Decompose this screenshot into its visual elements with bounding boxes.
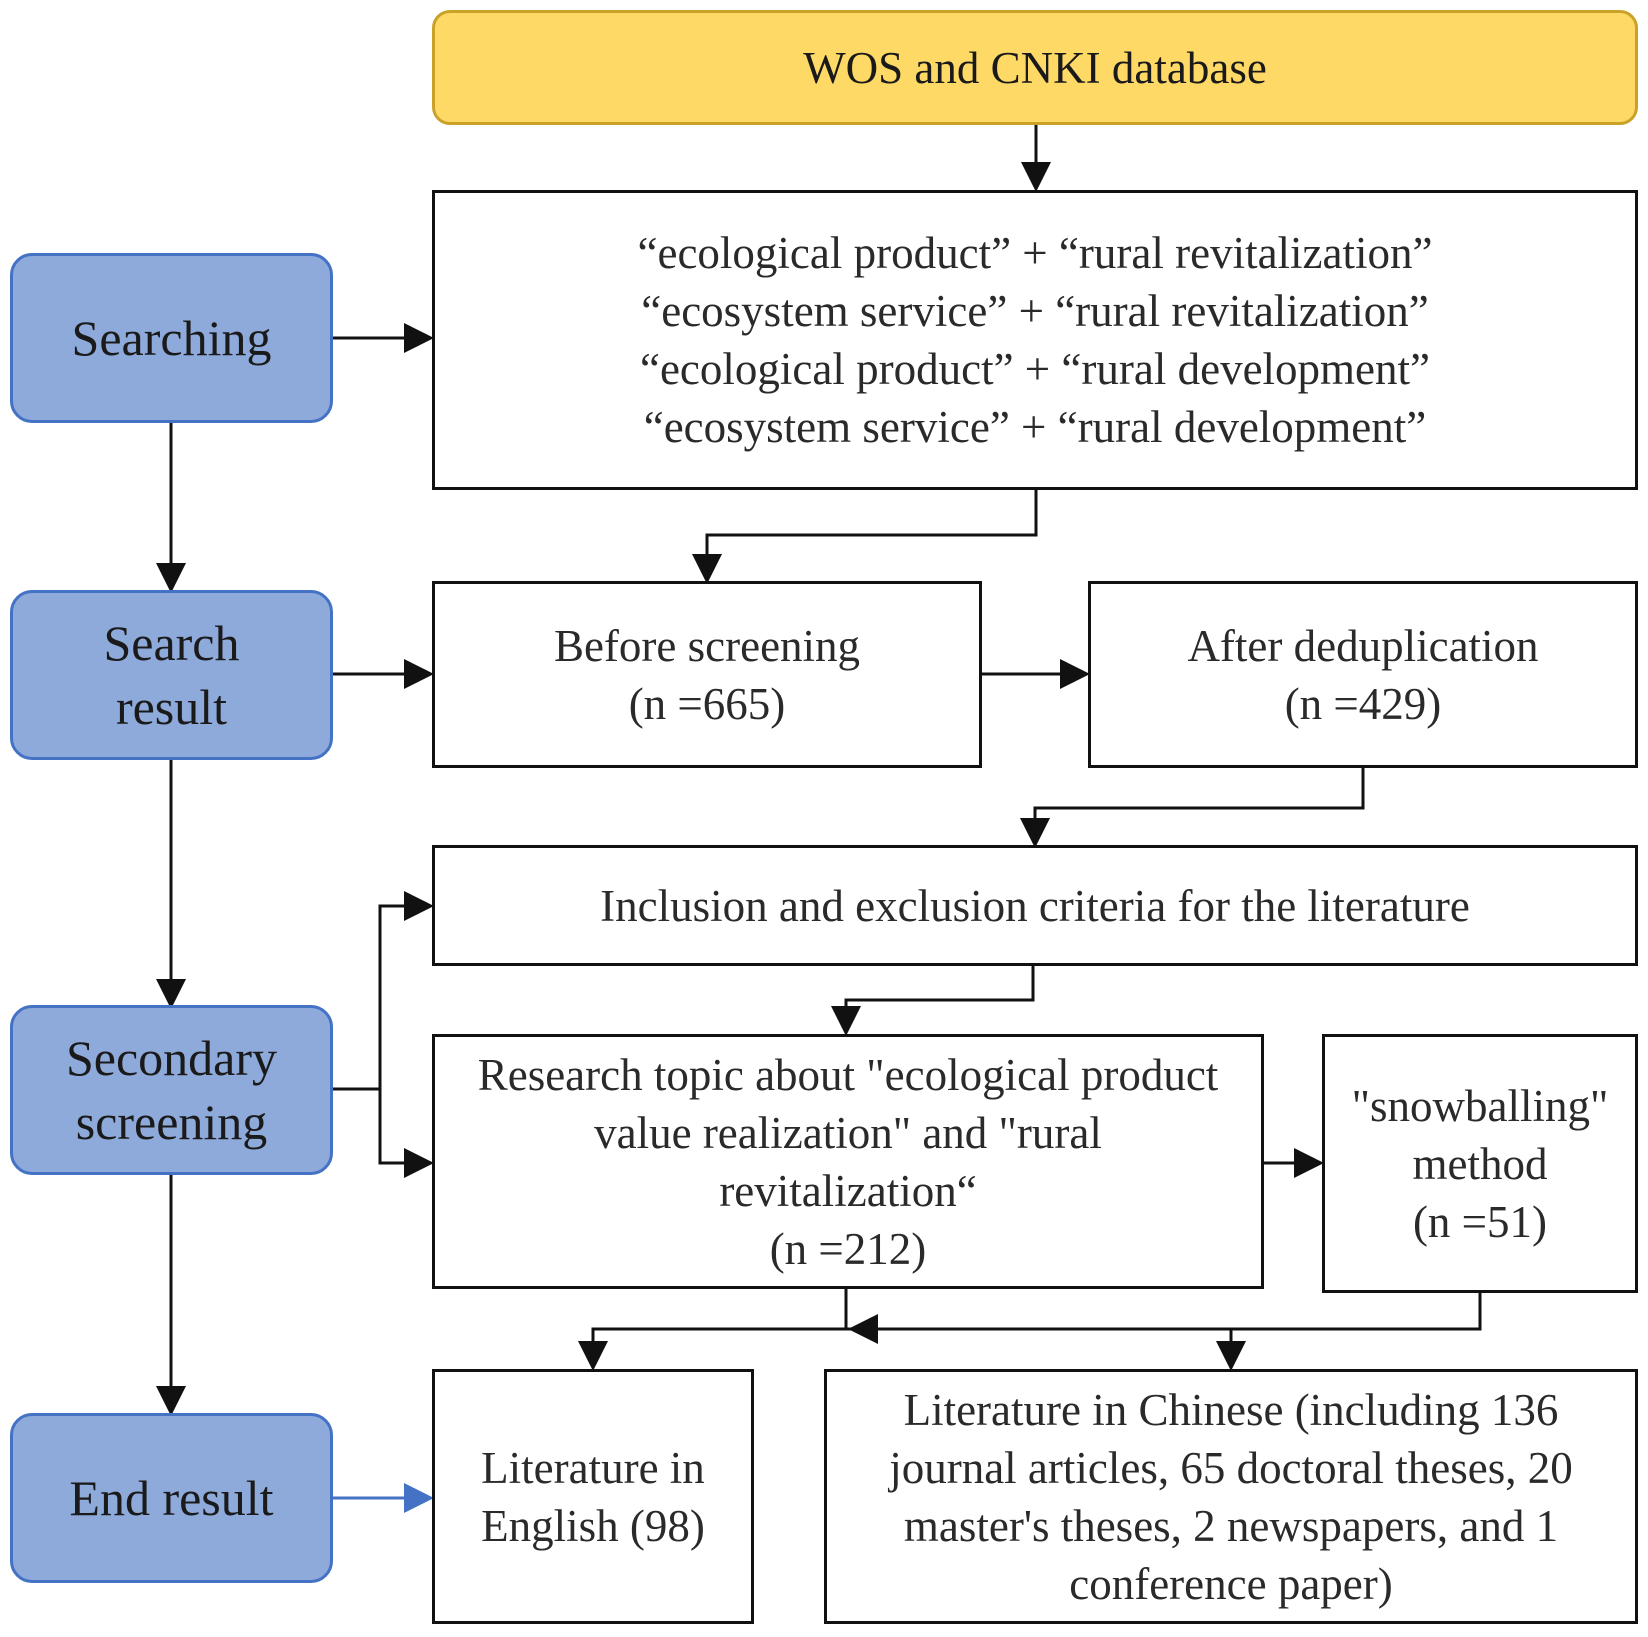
stage-searching-label: Searching [71,310,272,366]
criteria-label: Inclusion and exclusion criteria for the… [600,880,1470,931]
chinese-literature-line: conference paper) [1069,1558,1393,1609]
snowballing-line: method [1412,1138,1548,1189]
line-snowball-down [848,1293,1482,1344]
english-literature-box: Literature in English (98) [432,1369,754,1624]
search-term: “ecosystem service” + “rural development… [643,402,1427,452]
research-topic-line: revitalization“ [719,1165,977,1216]
stage-secondary-label-line1: Secondary [65,1030,278,1086]
line-topic-down [578,1289,848,1371]
search-terms-box: “ecological product” + “rural revitaliza… [432,190,1638,490]
arrow-secondary-to-topic [378,1089,434,1178]
after-deduplication-label: After deduplication [1187,620,1539,671]
before-screening-box: Before screening (n =665) [432,581,982,768]
stage-end-result: End result [10,1413,333,1583]
research-topic-line: Research topic about "ecological product [477,1049,1219,1100]
database-box: WOS and CNKI database [432,10,1638,125]
stage-secondary-label-line2: screening [75,1094,268,1150]
research-topic-line: value realization" and "rural [594,1107,1102,1158]
stage-end-result-label: End result [69,1470,274,1526]
research-topic-count: (n =212) [769,1223,927,1274]
database-label: WOS and CNKI database [803,42,1267,93]
chinese-literature-line: Literature in Chinese (including 136 [903,1384,1559,1435]
arrow-secondary-branch [333,891,434,1091]
stage-secondary-screening: Secondary screening [10,1005,333,1175]
snowballing-count: (n =51) [1412,1196,1548,1247]
search-term: “ecological product” + “rural revitaliza… [637,228,1433,278]
after-deduplication-box: After deduplication (n =429) [1088,581,1638,768]
stage-searching: Searching [10,253,333,423]
arrow-criteria-to-topic [831,966,1035,1036]
after-deduplication-count: (n =429) [1284,678,1442,729]
chinese-literature-line: journal articles, 65 doctoral theses, 20 [889,1442,1573,1493]
arrow-to-chinese [846,1327,1246,1371]
snowballing-line: "snowballing" [1351,1080,1609,1131]
before-screening-label: Before screening [553,620,861,671]
stage-search-result-label-line2: result [115,679,228,735]
chinese-literature-box: Literature in Chinese (including 136 jou… [824,1369,1638,1624]
research-topic-box: Research topic about "ecological product… [432,1034,1264,1289]
search-term: “ecological product” + “rural developmen… [639,344,1430,394]
stage-search-result-label-line1: Search [103,615,240,671]
arrow-terms-to-before [692,490,1038,584]
before-screening-count: (n =665) [628,678,786,729]
criteria-box: Inclusion and exclusion criteria for the… [432,845,1638,966]
search-term: “ecosystem service” + “rural revitalizat… [641,286,1429,336]
stage-search-result: Search result [10,590,333,760]
english-literature-line1: Literature in [481,1442,705,1493]
snowballing-box: "snowballing" method (n =51) [1322,1034,1638,1293]
chinese-literature-line: master's theses, 2 newspapers, and 1 [903,1500,1559,1551]
arrow-after-to-criteria [1020,768,1365,848]
english-literature-line2: English (98) [481,1500,705,1551]
